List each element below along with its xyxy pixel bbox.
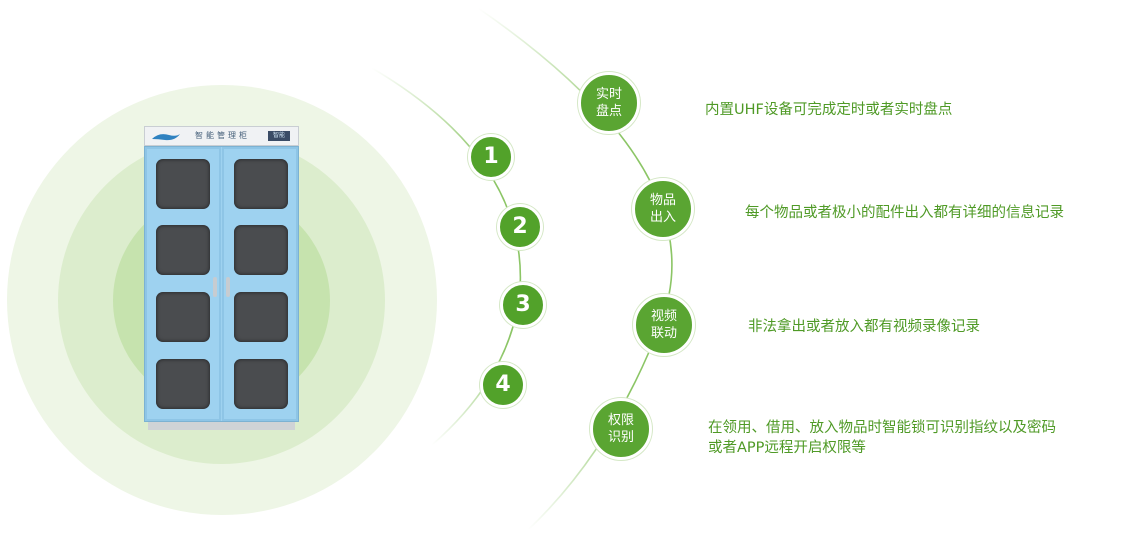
feature-label: 联动 xyxy=(650,326,677,341)
cabinet-logo-icon xyxy=(152,134,180,141)
cabinet-door-left xyxy=(145,147,221,421)
door-window xyxy=(156,225,210,275)
feature-label: 识别 xyxy=(607,430,634,445)
door-handle xyxy=(213,277,217,297)
feature-description: 内置UHF设备可完成定时或者实时盘点 xyxy=(705,100,952,120)
feature-label: 物品 xyxy=(649,193,676,208)
door-window xyxy=(156,292,210,342)
step-number-2: 2 xyxy=(497,204,543,250)
step-number-3: 3 xyxy=(500,282,546,328)
description-line: 或者APP远程开启权限等 xyxy=(708,440,866,456)
cabinet-badge: 智能 xyxy=(268,131,290,141)
feature-description: 非法拿出或者放入都有视频录像记录 xyxy=(748,317,980,337)
step-number-1: 1 xyxy=(468,134,514,180)
door-window xyxy=(234,292,288,342)
feature-label: 权限 xyxy=(607,413,634,428)
feature-video-link: 视频 联动 xyxy=(633,294,695,356)
cabinet-body xyxy=(144,146,299,422)
feature-item-inout: 物品 出入 xyxy=(632,178,694,240)
feature-label: 视频 xyxy=(650,309,677,324)
cabinet-door-right xyxy=(222,147,298,421)
feature-description: 每个物品或者极小的配件出入都有详细的信息记录 xyxy=(745,203,1064,223)
door-handle xyxy=(226,277,230,297)
door-window xyxy=(234,159,288,209)
cabinet-base xyxy=(148,422,295,430)
feature-description: 在领用、借用、放入物品时智能锁可识别指纹以及密码 或者APP远程开启权限等 xyxy=(708,418,1056,458)
description-line: 非法拿出或者放入都有视频录像记录 xyxy=(748,319,980,335)
description-line: 每个物品或者极小的配件出入都有详细的信息记录 xyxy=(745,205,1064,221)
door-window xyxy=(156,359,210,409)
step-number-4: 4 xyxy=(480,362,526,408)
description-line: 内置UHF设备可完成定时或者实时盘点 xyxy=(705,102,953,118)
smart-cabinet-image: 智能管理柜 智能 xyxy=(144,126,299,430)
cabinet-header: 智能管理柜 智能 xyxy=(144,126,299,146)
feature-realtime-inventory: 实时 盘点 xyxy=(578,72,640,134)
door-window xyxy=(234,359,288,409)
feature-label: 实时 xyxy=(595,87,622,102)
feature-permission-auth: 权限 识别 xyxy=(590,398,652,460)
cabinet-title: 智能管理柜 xyxy=(195,131,250,140)
feature-label: 出入 xyxy=(649,210,676,225)
description-line: 在领用、借用、放入物品时智能锁可识别指纹以及密码 xyxy=(708,420,1056,436)
feature-label: 盘点 xyxy=(595,104,622,119)
door-window xyxy=(156,159,210,209)
door-window xyxy=(234,225,288,275)
